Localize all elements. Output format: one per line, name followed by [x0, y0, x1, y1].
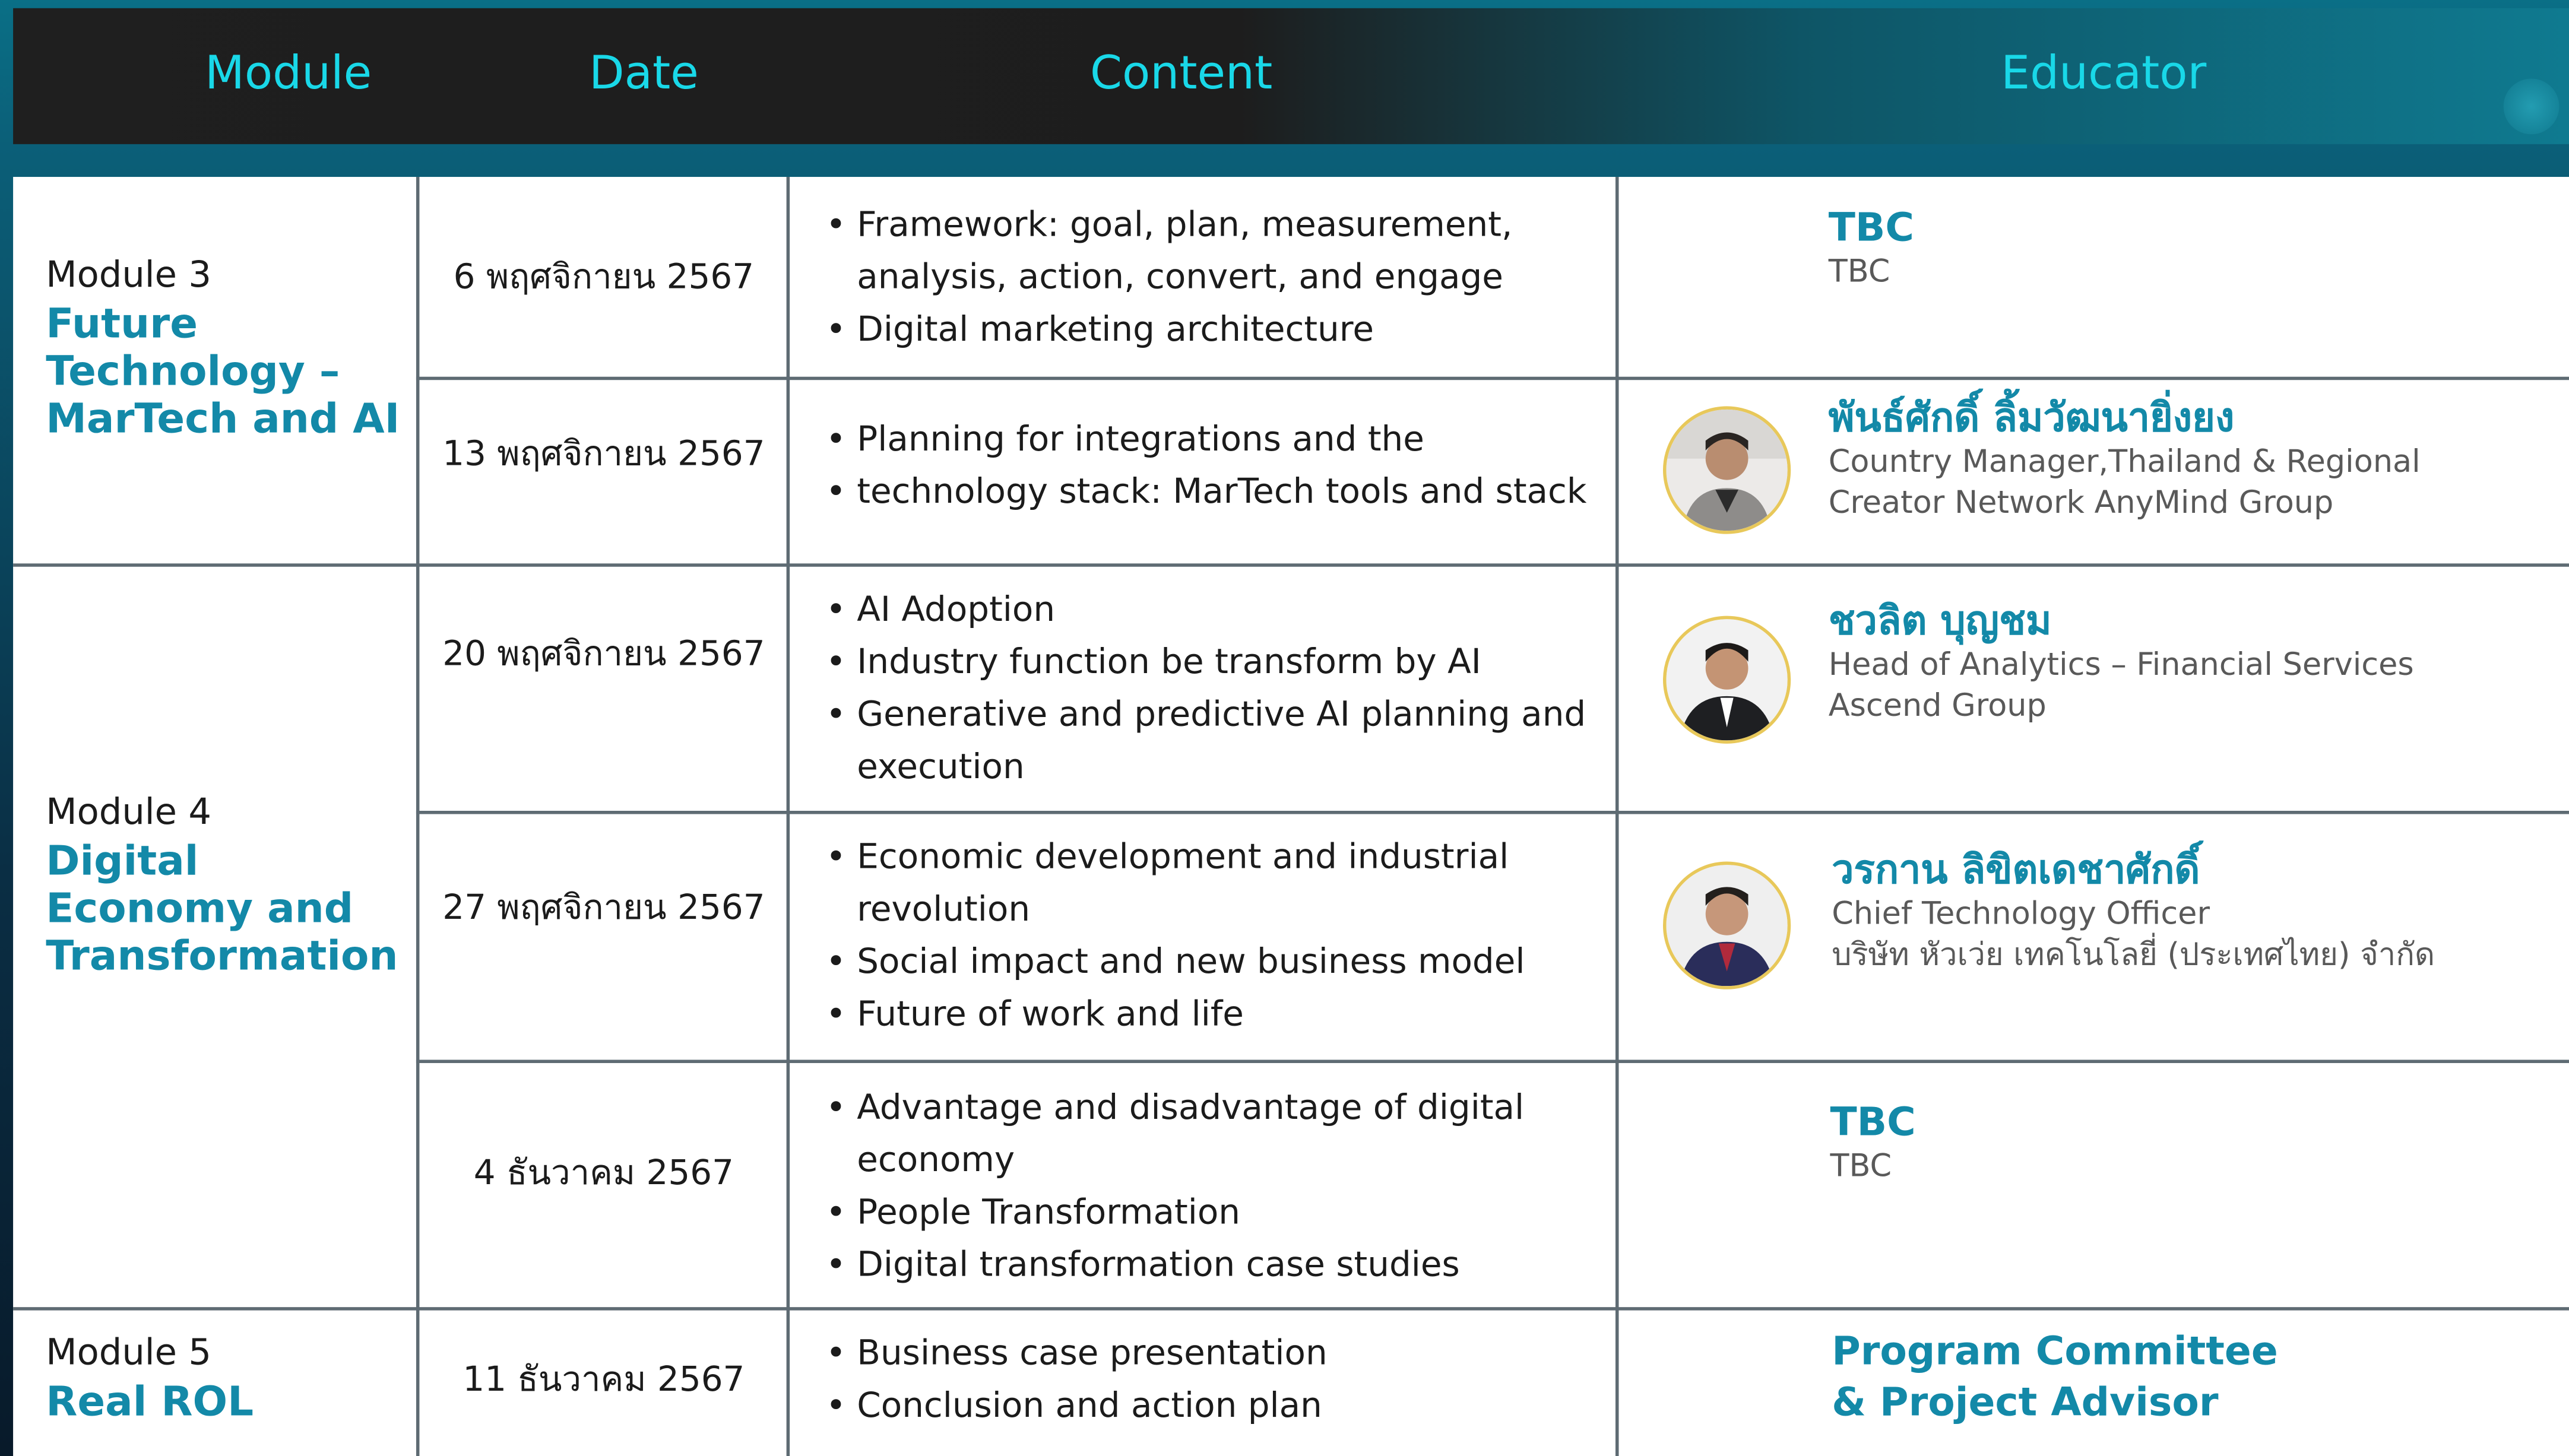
- module-4-cell: Module 4 Digital Economy and Transformat…: [46, 789, 416, 980]
- session-content: Business case presentation Conclusion an…: [826, 1327, 1629, 1432]
- module-5-cell: Module 5 Real ROL: [46, 1330, 416, 1425]
- module-name: Future Technology – MarTech and AI: [46, 300, 400, 443]
- schedule-table: Module 3 Future Technology – MarTech and…: [13, 177, 2569, 1456]
- content-item: Digital transformation case studies: [826, 1238, 1629, 1290]
- session-content: Planning for integrations and the techno…: [826, 413, 1629, 518]
- educator-role: Creator Network AnyMind Group: [1828, 484, 2334, 521]
- content-item: AI Adoption: [826, 583, 1629, 635]
- educator-role: Country Manager,Thailand & Regional: [1828, 443, 2421, 480]
- session-content: Economic development and industrial revo…: [826, 830, 1629, 1040]
- educator-name: ชวลิต บุญชม: [1828, 598, 2052, 644]
- educator-role: Head of Analytics – Financial Services: [1828, 647, 2414, 683]
- content-item: Economic development and industrial revo…: [826, 830, 1629, 935]
- content-item: technology stack: MarTech tools and stac…: [826, 465, 1629, 518]
- row-divider: [13, 1307, 2569, 1311]
- educator-role: Chief Technology Officer: [1832, 896, 2210, 932]
- educator-role: บริษัท หัวเว่ย เทคโนโลยี่ (ประเทศไทย) จำ…: [1832, 937, 2435, 973]
- educator-cell: ชวลิต บุญชม Head of Analytics – Financia…: [1829, 596, 2414, 727]
- educator-cell: TBC TBC: [1830, 1097, 1915, 1188]
- educator-name: TBC: [1828, 204, 1914, 251]
- educator-photo: [1662, 616, 1791, 744]
- header-educator: Educator: [2001, 46, 2207, 100]
- column-divider: [416, 177, 420, 1456]
- session-content: AI Adoption Industry function be transfo…: [826, 583, 1629, 792]
- educator-name: TBC: [1830, 1099, 1916, 1145]
- content-item: Conclusion and action plan: [826, 1379, 1629, 1432]
- row-divider: [416, 1060, 2569, 1063]
- session-date: 13 พฤศจิกายน 2567: [442, 434, 765, 474]
- row-divider: [416, 376, 2569, 380]
- module-label: Module 5: [46, 1333, 211, 1375]
- content-item: Industry function be transform by AI: [826, 636, 1629, 688]
- content-item: Business case presentation: [826, 1327, 1629, 1379]
- educator-role: TBC: [1828, 253, 1890, 290]
- educator-name: Program Committee & Project Advisor: [1832, 1328, 2278, 1425]
- content-item: Social impact and new business model: [826, 935, 1629, 988]
- module-label: Module 3: [46, 255, 211, 297]
- module-label: Module 4: [46, 792, 211, 834]
- educator-photo: [1662, 861, 1791, 989]
- header-content: Content: [1089, 46, 1273, 100]
- table-header: Module Date Content Educator: [13, 8, 2569, 144]
- session-date: 4 ธันวาคม 2567: [473, 1153, 734, 1192]
- session-date: 6 พฤศจิกายน 2567: [453, 257, 755, 297]
- educator-photo: [1662, 406, 1791, 534]
- decorative-glow: [2503, 78, 2560, 135]
- content-item: Digital marketing architecture: [826, 303, 1629, 356]
- educator-role: Ascend Group: [1828, 688, 2047, 724]
- educator-cell: พันธ์ศักดิ์ ลิ้มวัฒนายิ่งยง Country Mana…: [1829, 393, 2421, 524]
- educator-name: พันธ์ศักดิ์ ลิ้มวัฒนายิ่งยง: [1828, 395, 2235, 441]
- session-date: 27 พฤศจิกายน 2567: [442, 887, 765, 927]
- educator-cell: วรกาน ลิขิตเดชาศักดิ์ Chief Technology O…: [1832, 845, 2435, 976]
- educator-role: TBC: [1830, 1148, 1892, 1185]
- header-date: Date: [589, 46, 699, 100]
- column-divider: [1615, 177, 1619, 1456]
- column-divider: [786, 177, 790, 1456]
- row-divider: [13, 563, 2569, 567]
- header-module: Module: [205, 46, 372, 100]
- module-3-cell: Module 3 Future Technology – MarTech and…: [46, 252, 416, 442]
- session-date: 20 พฤศจิกายน 2567: [442, 633, 765, 674]
- session-date: 11 ธันวาคม 2567: [463, 1359, 745, 1399]
- session-content: Framework: goal, plan, measurement, anal…: [826, 198, 1629, 356]
- content-item: Generative and predictive AI planning an…: [826, 688, 1629, 793]
- session-content: Advantage and disadvantage of digital ec…: [826, 1081, 1629, 1290]
- educator-cell: TBC TBC: [1829, 203, 1914, 293]
- content-item: Framework: goal, plan, measurement, anal…: [826, 198, 1629, 303]
- content-item: People Transformation: [826, 1186, 1629, 1238]
- module-name: Digital Economy and Transformation: [46, 837, 398, 980]
- module-name: Real ROL: [46, 1377, 254, 1425]
- educator-name: วรกาน ลิขิตเดชาศักดิ์: [1832, 846, 2200, 893]
- content-item: Future of work and life: [826, 988, 1629, 1040]
- content-item: Planning for integrations and the: [826, 413, 1629, 465]
- educator-cell: Program Committee & Project Advisor: [1832, 1327, 2323, 1428]
- row-divider: [416, 811, 2569, 814]
- content-item: Advantage and disadvantage of digital ec…: [826, 1081, 1629, 1186]
